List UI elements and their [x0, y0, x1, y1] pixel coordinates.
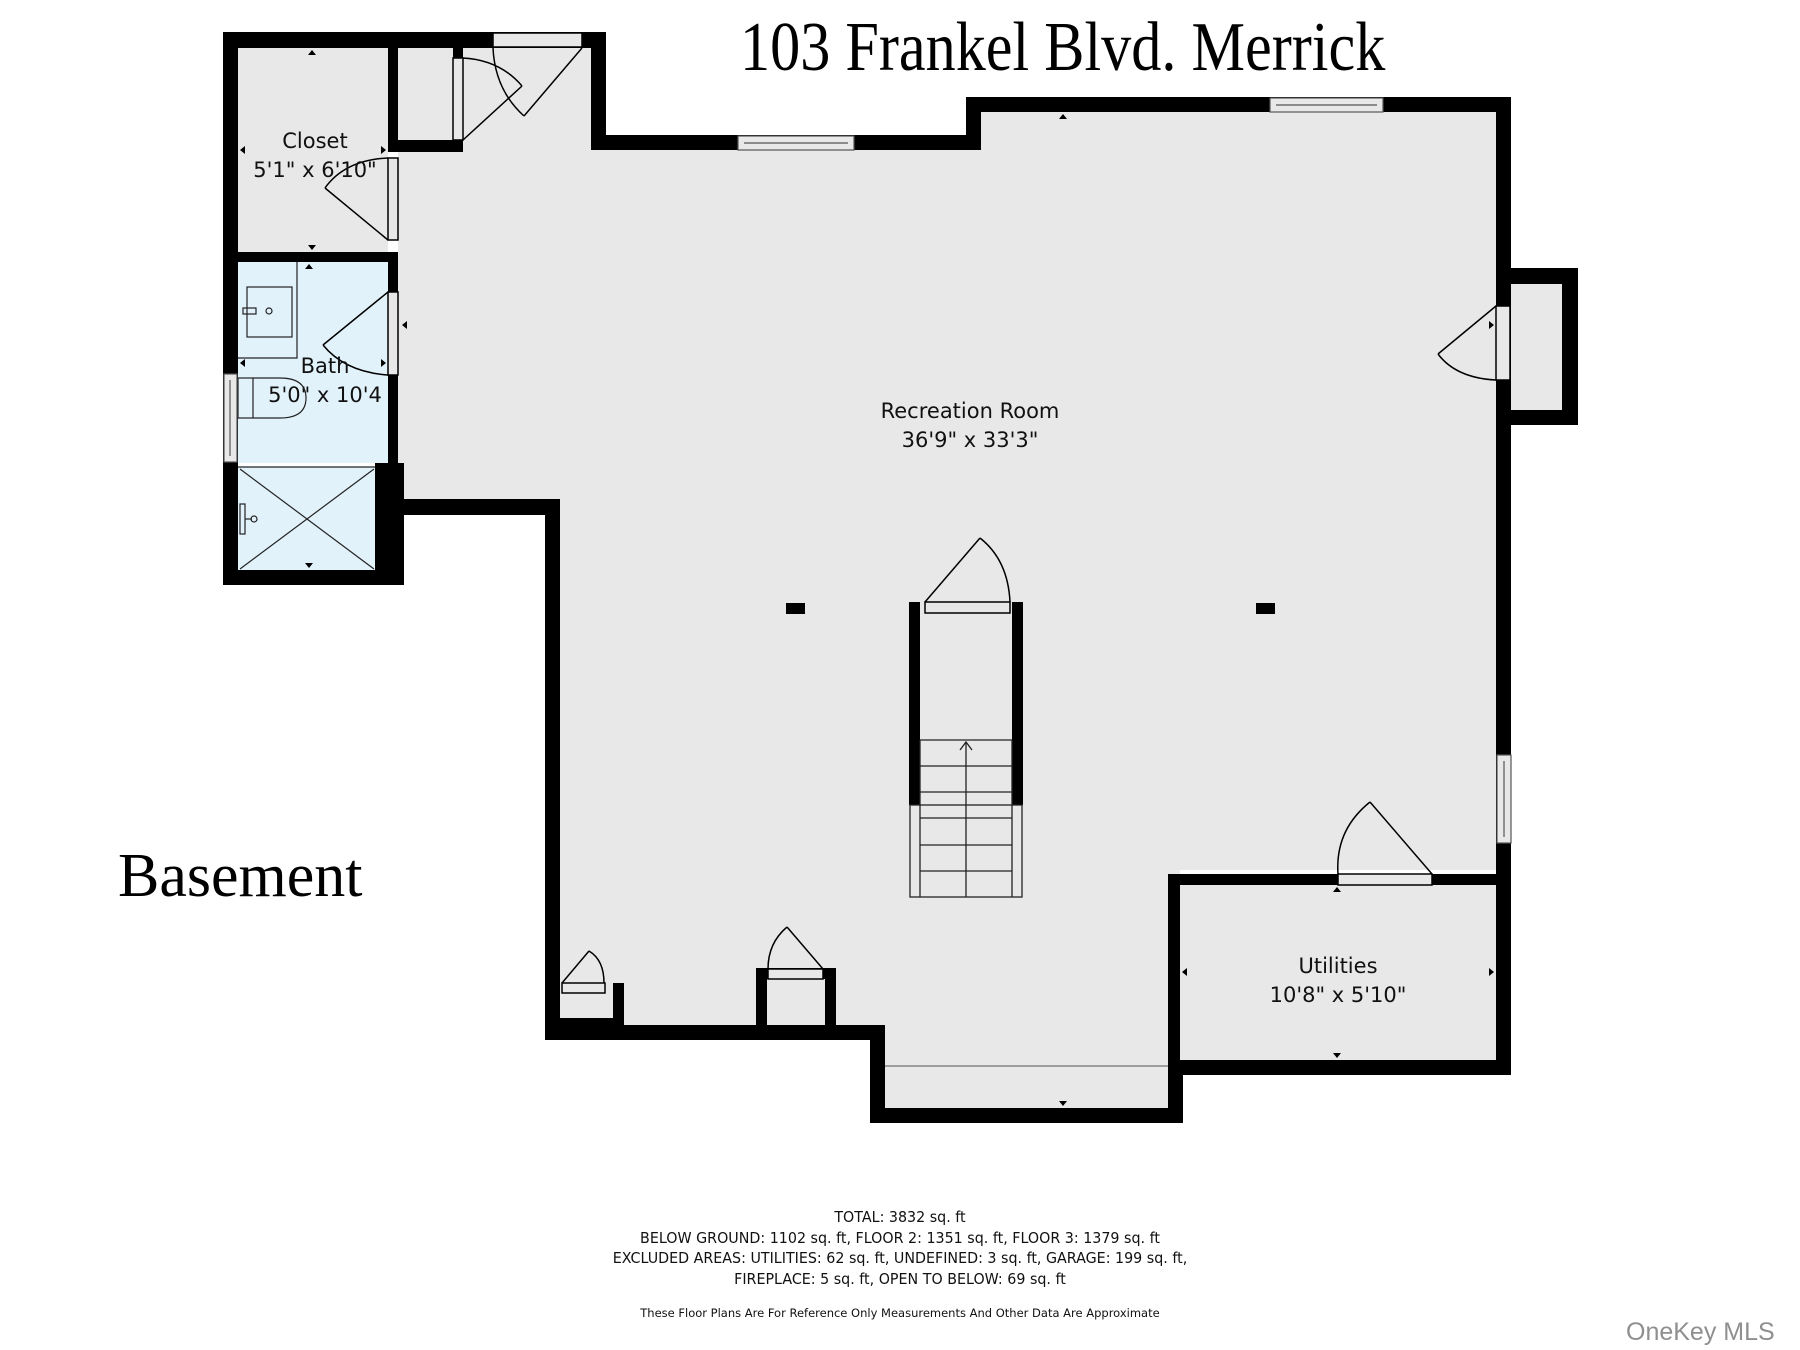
- walls: [223, 32, 1578, 1123]
- summary-excluded-cont: FIREPLACE: 5 sq. ft, OPEN TO BELOW: 69 s…: [734, 1269, 1066, 1288]
- dimension-markers: [240, 50, 1494, 1106]
- windows: [223, 97, 1512, 844]
- area-summary: TOTAL: 3832 sq. ft BELOW GROUND: 1102 sq…: [0, 1207, 1800, 1289]
- room-closet: Closet 5'1" x 6'10": [253, 127, 376, 185]
- floor-fills: [238, 48, 1567, 1108]
- bath-floor: [238, 262, 388, 463]
- property-address-title: 103 Frankel Blvd. Merrick: [740, 9, 1386, 86]
- bath-fixtures: [237, 262, 375, 570]
- room-recreation-name: Recreation Room: [880, 399, 1060, 423]
- floor-name-label: Basement: [118, 842, 363, 910]
- summary-excluded: EXCLUDED AREAS: UTILITIES: 62 sq. ft, UN…: [612, 1249, 1188, 1267]
- room-recreation: Recreation Room 36'9" x 33'3": [881, 397, 1060, 455]
- closet-floor: [238, 48, 388, 252]
- room-closet-name: Closet: [282, 129, 348, 153]
- mls-watermark: OneKey MLS: [1626, 1318, 1775, 1346]
- room-bath: Bath 5'0" x 10'4: [268, 352, 382, 410]
- summary-total: TOTAL: 3832 sq. ft: [834, 1208, 966, 1226]
- room-utilities: Utilities 10'8" x 5'10": [1270, 952, 1407, 1010]
- doors: [322, 32, 1511, 994]
- room-closet-dims: 5'1" x 6'10": [253, 158, 377, 182]
- staircase: [909, 739, 1023, 898]
- disclaimer: These Floor Plans Are For Reference Only…: [640, 1306, 1160, 1320]
- room-bath-dims: 5'0" x 10'4: [268, 383, 382, 407]
- room-recreation-dims: 36'9" x 33'3": [901, 428, 1039, 452]
- room-utilities-dims: 10'8" x 5'10": [1269, 983, 1407, 1007]
- room-bath-name: Bath: [300, 354, 350, 378]
- room-utilities-name: Utilities: [1298, 954, 1378, 978]
- utilities-floor: [1180, 885, 1496, 1060]
- summary-floors: BELOW GROUND: 1102 sq. ft, FLOOR 2: 1351…: [640, 1228, 1160, 1247]
